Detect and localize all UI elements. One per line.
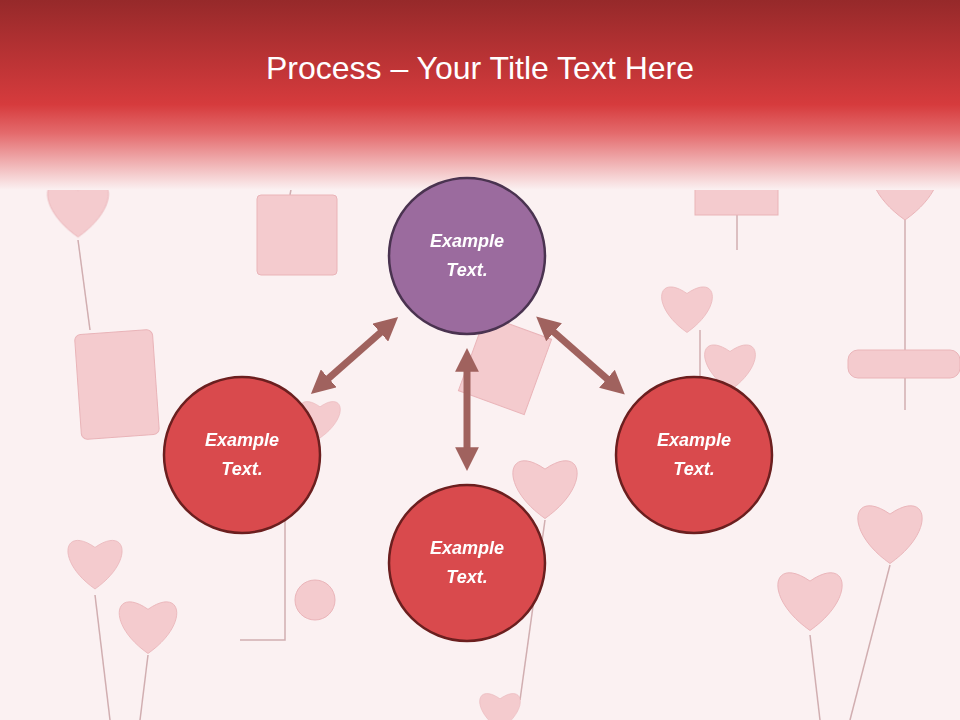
scroll bbox=[848, 350, 960, 378]
circle-shape bbox=[389, 485, 545, 641]
process-circle: Example Text. bbox=[162, 375, 322, 535]
node-label: Example Text. bbox=[412, 227, 522, 285]
double-arrow bbox=[464, 367, 471, 452]
process-circle: Example Text. bbox=[614, 375, 774, 535]
circle-shape bbox=[616, 377, 772, 533]
title-band bbox=[0, 0, 960, 190]
gift-box bbox=[257, 195, 337, 275]
note-card bbox=[74, 329, 159, 439]
circle-shape bbox=[164, 377, 320, 533]
process-circle: Example Text. bbox=[387, 483, 547, 643]
process-circle: Example Text. bbox=[387, 176, 547, 336]
balloon-strings bbox=[78, 140, 905, 720]
circle-outline bbox=[162, 375, 322, 535]
circle-shape bbox=[389, 178, 545, 334]
lollipop bbox=[295, 580, 335, 620]
node-label: Example Text. bbox=[639, 426, 749, 484]
slide-title: Process – Your Title Text Here bbox=[0, 50, 960, 87]
circle-outline bbox=[387, 176, 547, 336]
node-label: Example Text. bbox=[412, 534, 522, 592]
double-arrow bbox=[325, 330, 384, 382]
heart-balloons bbox=[48, 106, 960, 720]
circle-outline bbox=[387, 483, 547, 643]
node-label: Example Text. bbox=[187, 426, 297, 484]
double-arrow bbox=[550, 329, 610, 382]
circle-outline bbox=[614, 375, 774, 535]
